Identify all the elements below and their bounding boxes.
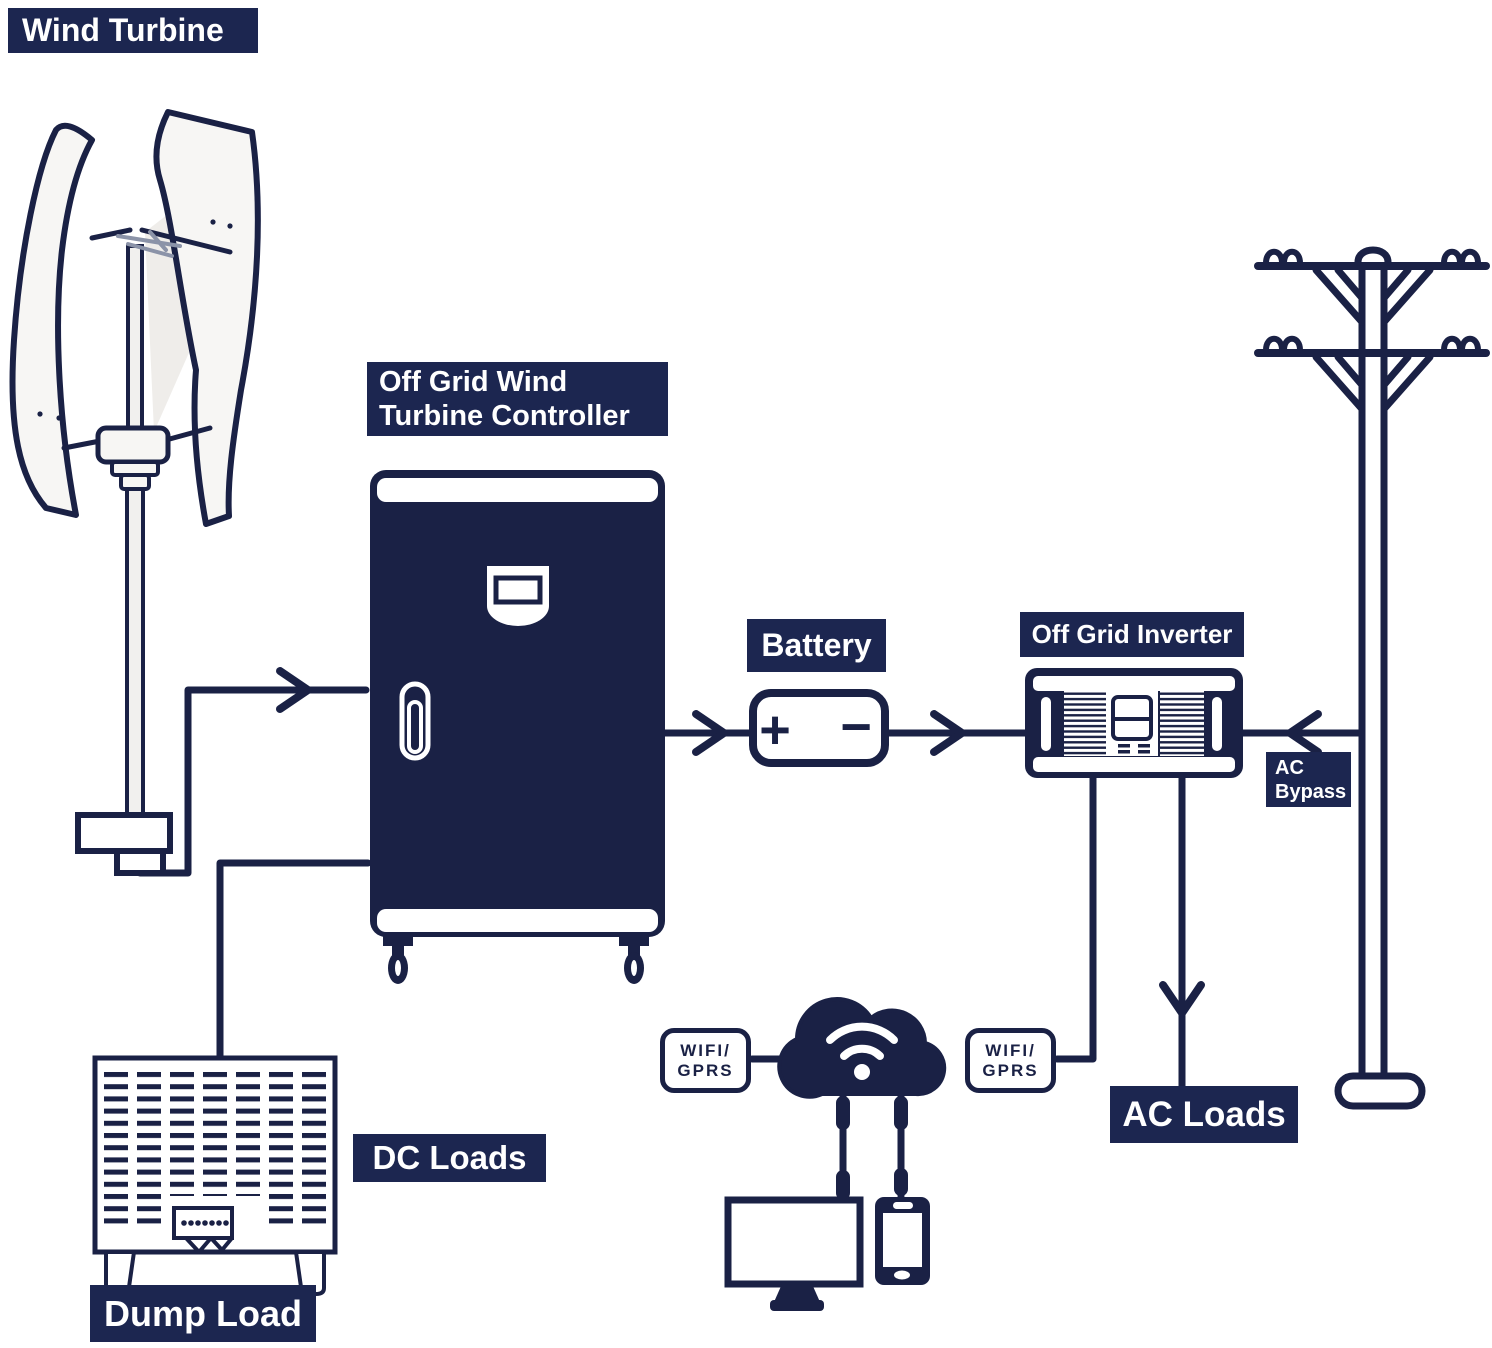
dump-load-graphic bbox=[92, 1055, 338, 1296]
wifi-gprs-box-right: WIFI/ GPRS bbox=[965, 1028, 1056, 1093]
cloud-icon bbox=[777, 997, 947, 1099]
ac-bypass-line1: AC bbox=[1275, 756, 1304, 779]
battery-minus-symbol: − bbox=[840, 697, 872, 757]
inverter-label: Off Grid Inverter bbox=[1020, 612, 1244, 657]
wifi-gprs-box-left: WIFI/ GPRS bbox=[660, 1028, 751, 1093]
caster-wheels bbox=[383, 936, 649, 984]
wifi-right-line1: WIFI/ bbox=[985, 1040, 1036, 1060]
controller-label-line2: Turbine Controller bbox=[379, 400, 630, 432]
controller-label-line1: Off Grid Wind bbox=[379, 366, 568, 398]
controller-graphic bbox=[370, 470, 665, 984]
arrow-right-icon bbox=[276, 667, 312, 713]
phone-icon bbox=[875, 1197, 930, 1285]
arrow-down-icon bbox=[1159, 981, 1205, 1017]
monitor-icon bbox=[724, 1196, 864, 1311]
ac-bypass-label: AC Bypass bbox=[1266, 752, 1351, 807]
door-handle-icon bbox=[399, 681, 431, 761]
ac-loads-label: AC Loads bbox=[1110, 1086, 1298, 1143]
inverter-graphic bbox=[1025, 668, 1243, 778]
arrow-left-icon bbox=[1286, 710, 1322, 756]
wind-turbine-graphic bbox=[9, 109, 261, 876]
arrow-right-icon bbox=[930, 710, 966, 756]
battery-graphic bbox=[749, 689, 889, 767]
dc-loads-label: DC Loads bbox=[353, 1134, 546, 1182]
wifi-left-line2: GPRS bbox=[677, 1060, 734, 1080]
wire-inverter-to-wifi bbox=[1053, 772, 1097, 1063]
wire-turbine-to-controller bbox=[136, 686, 370, 877]
battery-plus-symbol: + bbox=[759, 700, 791, 760]
ac-bypass-line2: Bypass bbox=[1275, 780, 1347, 803]
wifi-left-line1: WIFI/ bbox=[680, 1040, 731, 1060]
arrow-right-icon bbox=[692, 710, 728, 756]
controller-label: Off Grid Wind Turbine Controller bbox=[367, 362, 668, 436]
wind-turbine-label: Wind Turbine bbox=[8, 8, 258, 53]
wire-controller-to-dumpload bbox=[216, 859, 372, 1060]
wifi-icon bbox=[826, 1022, 898, 1080]
battery-label: Battery bbox=[747, 619, 886, 672]
utility-pole-graphic bbox=[1254, 246, 1490, 1110]
cable-connectors bbox=[836, 1096, 908, 1200]
wifi-right-line2: GPRS bbox=[982, 1060, 1039, 1080]
dump-load-label: Dump Load bbox=[90, 1285, 316, 1342]
